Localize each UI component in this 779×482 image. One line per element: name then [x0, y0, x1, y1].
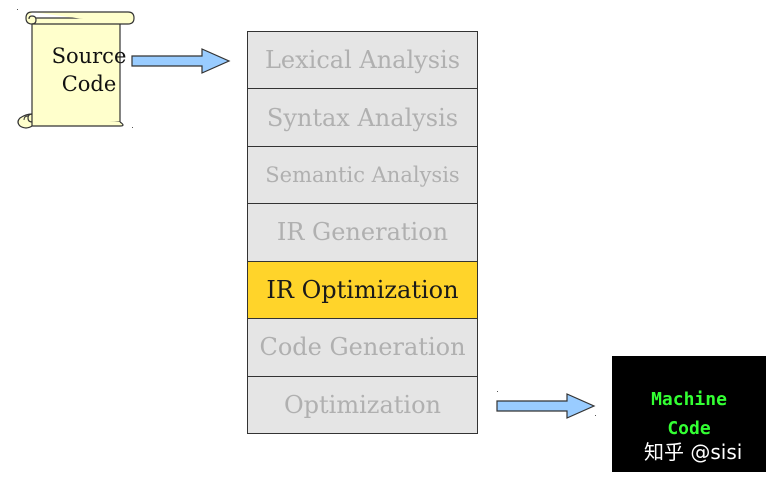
stage-lexical-analysis: Lexical Analysis [248, 32, 477, 90]
arrow-right-icon [496, 393, 596, 419]
stage-semantic-analysis: Semantic Analysis [248, 146, 477, 205]
stage-optimization: Optimization [248, 376, 477, 433]
corner-dot [595, 415, 596, 416]
corner-dot [17, 9, 18, 10]
corner-dot [132, 127, 133, 128]
corner-dot [497, 391, 498, 392]
compiler-pipeline: Lexical Analysis Syntax Analysis Semanti… [247, 31, 478, 434]
arrow-right-icon [131, 48, 231, 74]
machine-label-line1: Machine [651, 389, 727, 410]
stage-ir-optimization: IR Optimization [248, 261, 477, 320]
source-code-scroll: Source Code [16, 10, 136, 132]
watermark-text: 知乎 @sisi [644, 440, 743, 464]
source-label-line1: Source [51, 44, 127, 68]
stage-ir-generation: IR Generation [248, 204, 477, 262]
stage-code-generation: Code Generation [248, 319, 477, 377]
machine-label-line2: Code [667, 418, 711, 439]
stage-syntax-analysis: Syntax Analysis [248, 89, 477, 147]
source-label-line2: Code [61, 72, 117, 96]
scroll-icon [17, 11, 135, 129]
machine-code-box: Machine Code [612, 356, 766, 472]
